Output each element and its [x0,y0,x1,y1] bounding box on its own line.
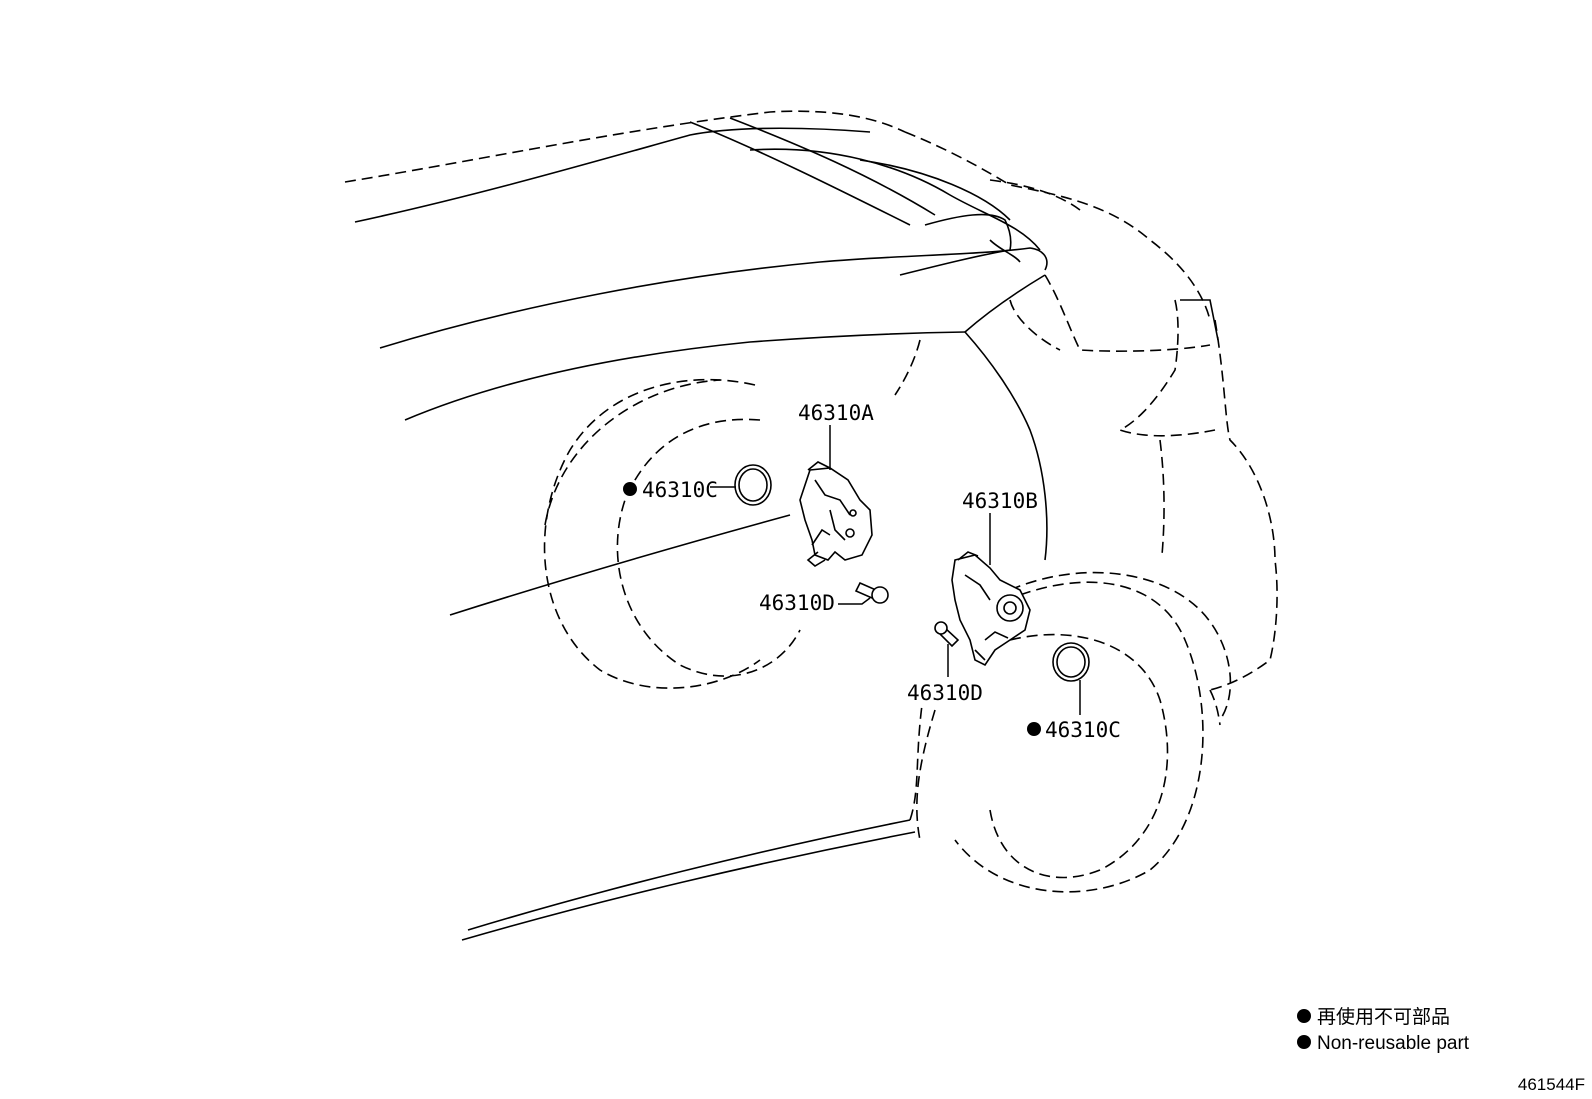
roof-rear-edge [904,131,1211,321]
side-sill-2 [461,831,916,941]
front-wheel [543,378,801,689]
rear-glass [899,213,1012,276]
belt-line-1 [379,247,1048,349]
legend-japanese: 再使用不可部品 [1317,1006,1450,1028]
callout-46310a: 46310A [798,401,874,425]
belt-line-2 [404,331,966,421]
rear-wheel [954,571,1232,893]
seal-46310c-left [734,464,772,506]
body-crease [449,514,791,616]
rear-bumper-lower [1159,439,1165,556]
front-tire-outer [543,378,761,689]
actuator-46310a [799,461,873,567]
rear-bumper [1209,319,1278,691]
tail-lamp [1117,299,1216,437]
callout-46310d-right: 46310D [907,681,983,705]
rear-pillar-edge [1180,299,1219,341]
non-reusable-bullet-right [1027,722,1041,736]
legend-english: Non-reusable part [1317,1033,1470,1054]
rear-quarter-lower [1209,689,1221,726]
seal-46310c-right [1052,642,1090,682]
roof-rail-4 [859,159,1011,221]
rear-glass-2 [989,239,1021,263]
front-wheel-arch [544,379,721,526]
roof-rail-2 [729,117,936,216]
rear-tire-inner [989,633,1169,879]
rear-panel [964,331,1048,561]
legend-bullet-en [1297,1035,1311,1049]
diagram-id: 461544F [1518,1075,1585,1094]
rocker-edge-2 [916,709,936,841]
belt-line-3 [964,274,1046,333]
legend: 再使用不可部品 Non-reusable part [1297,1006,1470,1054]
vehicle-outline [344,110,1278,941]
callout-46310d-left: 46310D [759,591,835,615]
callout-46310c-right: 46310C [1045,718,1121,742]
rear-wheel-arch [1009,571,1232,721]
roof-line-second [354,127,871,223]
rear-pillar-2 [1009,299,1061,351]
leader-lines [710,425,1081,715]
bolt-46310d-right [934,621,960,648]
rear-pillar [1044,274,1211,352]
rear-door-line [894,339,921,396]
front-tire-inner [616,418,801,677]
callout-labels: 46310A 46310B 46310C 46310C 46310D 46310… [623,401,1121,742]
leader-46310d-left [838,597,871,605]
side-sill-1 [467,819,911,931]
rear-tire-outer [954,581,1204,893]
roof-rail-1 [689,121,911,226]
actuator-46310b [951,551,1031,667]
roof-rear-edge-inner [989,179,1081,211]
roof-rail-3 [749,148,1041,251]
callout-46310c-left: 46310C [642,478,718,502]
bolt-46310d-left [854,581,889,604]
non-reusable-bullet-left [623,482,637,496]
legend-bullet-jp [1297,1009,1311,1023]
roof-line-upper [344,110,906,183]
callout-46310b: 46310B [962,489,1038,513]
rocker-edge [909,704,923,821]
